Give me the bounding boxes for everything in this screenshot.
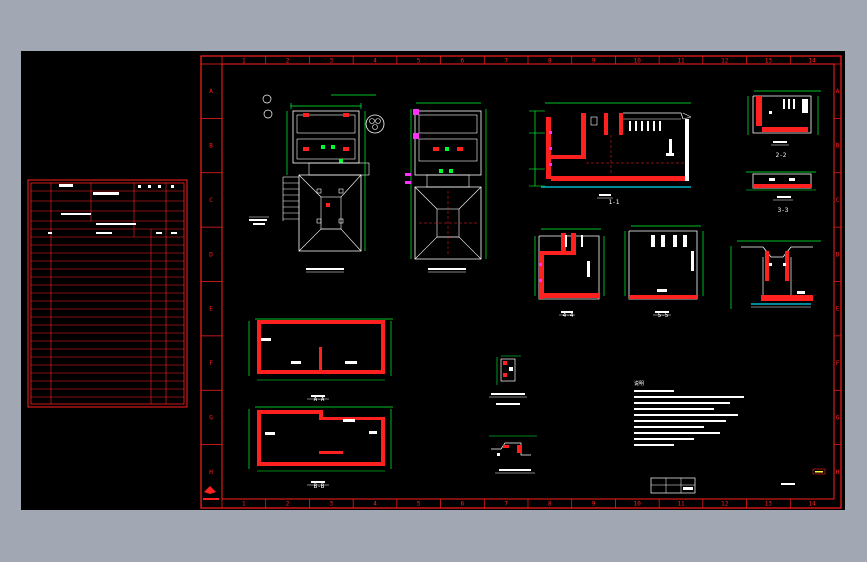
column-number: 1 xyxy=(242,501,246,508)
label-5-5: 5-5 xyxy=(658,312,669,319)
section-1-1 xyxy=(529,102,692,199)
label-a-a: A-A xyxy=(314,396,325,403)
label-1-1: 1-1 xyxy=(609,199,620,206)
column-number: 12 xyxy=(721,501,729,508)
section-5-5 xyxy=(624,225,704,316)
row-letter: G xyxy=(209,414,213,421)
note-lines xyxy=(634,390,744,446)
label-4-4: 4-4 xyxy=(563,312,574,319)
column-number: 4 xyxy=(373,501,377,508)
row-letter: E xyxy=(836,306,840,313)
column-number: 9 xyxy=(592,58,596,65)
row-letter: E xyxy=(209,306,213,313)
column-number: 3 xyxy=(329,58,333,65)
row-letter: F xyxy=(209,360,213,367)
column-number: 11 xyxy=(677,58,685,65)
note-line xyxy=(634,408,714,410)
title-block xyxy=(650,468,826,494)
note-line xyxy=(634,438,694,440)
column-number: 4 xyxy=(373,58,377,65)
row-letter: D xyxy=(836,251,840,258)
note-line xyxy=(634,396,744,398)
plan-view-1 xyxy=(249,94,385,273)
row-letter: F xyxy=(836,360,840,367)
column-number: 5 xyxy=(417,501,421,508)
row-letter: C xyxy=(209,197,213,204)
column-number: 6 xyxy=(461,58,465,65)
column-number: 6 xyxy=(461,501,465,508)
note-line xyxy=(634,390,674,392)
row-letter: B xyxy=(209,143,213,150)
row-letter: G xyxy=(836,414,840,421)
column-number: 8 xyxy=(548,501,552,508)
column-number: 13 xyxy=(765,58,773,65)
section-2-2 xyxy=(747,90,821,146)
column-number: 7 xyxy=(504,501,508,508)
section-a-a xyxy=(248,318,393,400)
column-number: 10 xyxy=(634,501,642,508)
column-number: 9 xyxy=(592,501,596,508)
company-logo xyxy=(203,486,219,500)
column-number: 2 xyxy=(286,58,290,65)
notes-heading: 说明 xyxy=(634,380,644,387)
row-letter: A xyxy=(836,88,840,95)
label-b-b: B-B xyxy=(314,483,325,490)
column-number: 2 xyxy=(286,501,290,508)
column-number: 10 xyxy=(634,58,642,65)
note-line xyxy=(634,444,674,446)
note-line xyxy=(634,414,738,416)
section-4-4 xyxy=(534,228,605,316)
notes-block: 说明 xyxy=(634,380,744,446)
column-number: 12 xyxy=(721,58,729,65)
note-line xyxy=(634,426,704,428)
section-3-3 xyxy=(746,171,816,201)
note-line xyxy=(634,402,730,404)
drawing-list-table xyxy=(27,179,188,408)
column-number: 5 xyxy=(417,58,421,65)
note-line xyxy=(634,420,726,422)
row-letter: H xyxy=(836,469,840,476)
label-3-3: 3-3 xyxy=(778,207,789,214)
row-letter: D xyxy=(209,251,213,258)
column-number: 1 xyxy=(242,58,246,65)
row-letter: B xyxy=(836,143,840,150)
row-letter: C xyxy=(836,197,840,204)
section-b-b xyxy=(248,406,393,486)
detail-2 xyxy=(489,435,537,474)
label-2-2: 2-2 xyxy=(776,152,787,159)
section-6-6 xyxy=(730,240,821,309)
section-labels: 1-1 2-2 3-3 4-4 5-5 A-A B-B xyxy=(314,152,789,490)
column-number: 14 xyxy=(809,58,817,65)
column-number: 13 xyxy=(765,501,773,508)
row-letter: H xyxy=(209,469,213,476)
note-line xyxy=(634,432,720,434)
column-number: 14 xyxy=(809,501,817,508)
plan-view-2 xyxy=(405,102,487,273)
row-index-ticks: A A B B C C D D E E F F G G H H xyxy=(201,63,841,476)
list-rows xyxy=(31,252,184,398)
row-letter: A xyxy=(209,88,213,95)
column-number: 11 xyxy=(677,501,685,508)
detail-1 xyxy=(489,355,527,405)
column-number: 3 xyxy=(329,501,333,508)
column-number: 8 xyxy=(548,58,552,65)
column-number: 7 xyxy=(504,58,508,65)
